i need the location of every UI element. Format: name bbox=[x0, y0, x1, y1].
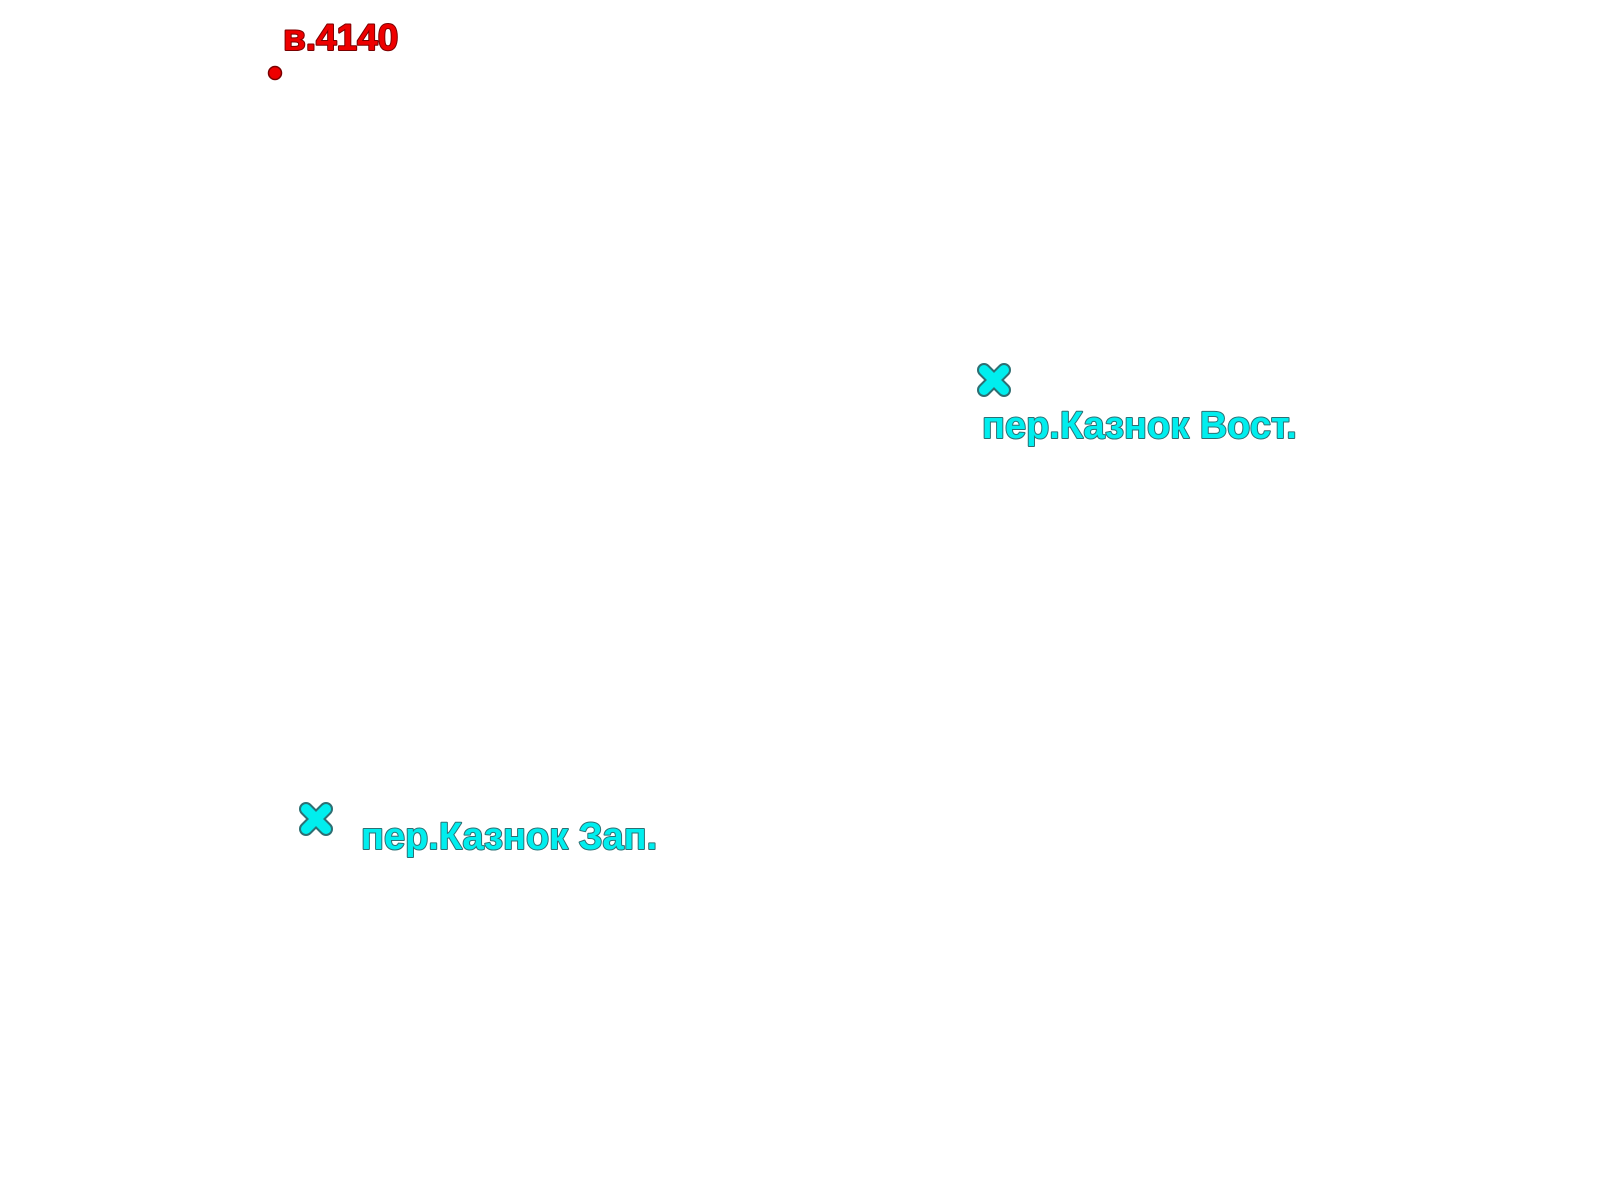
pass-cross-icon bbox=[299, 802, 333, 836]
pass-label-east: пер.Казнок Вост. bbox=[982, 405, 1297, 447]
pass-marker-east[interactable]: пер.Казнок Вост. bbox=[977, 363, 1298, 448]
summit-label: в.4140 bbox=[283, 17, 398, 58]
summit-marker[interactable]: в.4140 bbox=[267, 16, 399, 81]
pass-label-west: пер.Казнок Зап. bbox=[361, 816, 657, 858]
pass-cross-icon bbox=[977, 363, 1011, 397]
pass-marker-west[interactable]: пер.Казнок Зап. bbox=[299, 802, 658, 859]
peak-dot-icon bbox=[267, 65, 283, 81]
